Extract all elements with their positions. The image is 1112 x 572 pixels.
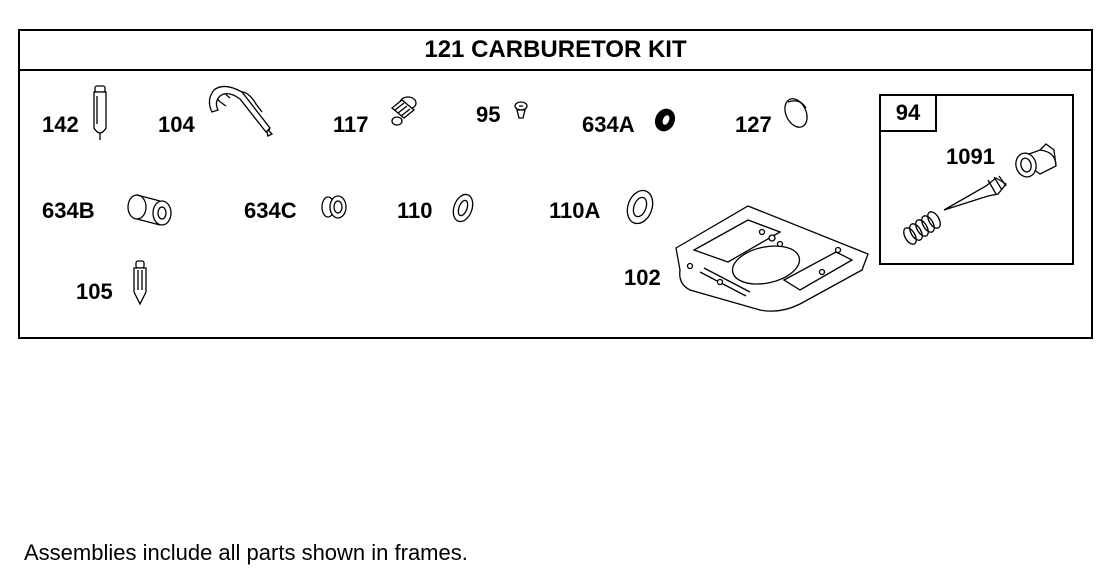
part-label-634B: 634B [42, 198, 95, 223]
part-label-95: 95 [476, 102, 501, 127]
assembly-94-tag: 94 [881, 96, 937, 132]
part-label-110A: 110A [549, 198, 601, 223]
part-label-634C: 634C [244, 198, 297, 223]
part-1091-drawing [901, 144, 1056, 246]
part-102-drawing [676, 206, 868, 311]
part-105-drawing [134, 261, 146, 304]
part-634A-drawing [652, 106, 678, 134]
part-117-drawing [392, 97, 416, 125]
part-110-drawing [450, 192, 476, 224]
part-634B-drawing [128, 195, 171, 225]
part-label-142: 142 [42, 112, 79, 137]
part-label-110: 110 [397, 198, 433, 223]
part-634C-drawing [322, 196, 346, 218]
kit-title: 121 CARBURETOR KIT [20, 31, 1091, 71]
part-127-drawing [781, 95, 812, 131]
part-label-117: 117 [333, 112, 369, 137]
part-95-drawing [515, 102, 527, 118]
assembly-94-frame: 94 [879, 94, 1074, 265]
assemblies-footnote: Assemblies include all parts shown in fr… [24, 540, 468, 565]
part-label-127: 127 [735, 112, 772, 137]
part-label-102: 102 [624, 265, 661, 290]
part-142-drawing [94, 86, 106, 140]
part-label-1091: 1091 [946, 144, 995, 169]
part-label-105: 105 [76, 279, 113, 304]
part-104-drawing [209, 86, 272, 136]
part-label-104: 104 [158, 112, 195, 137]
part-110A-drawing [623, 187, 657, 227]
part-label-634A: 634A [582, 112, 635, 137]
carburetor-kit-frame: 121 CARBURETOR KIT [18, 29, 1093, 339]
